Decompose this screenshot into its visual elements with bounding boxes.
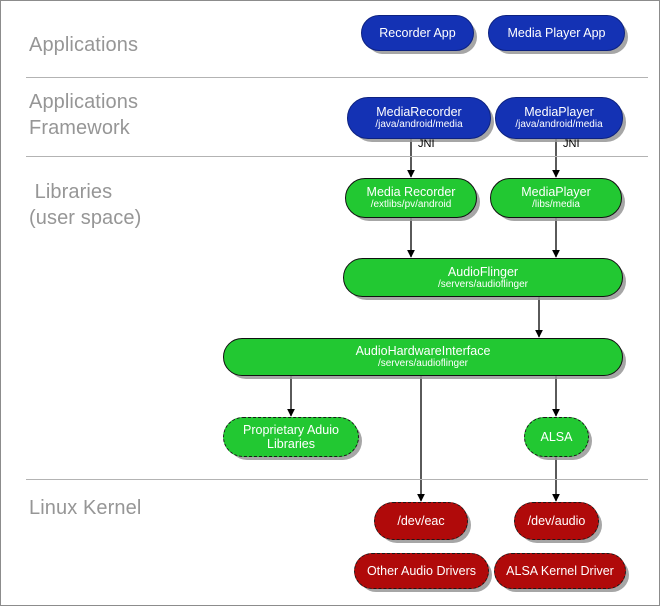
node-dev-audio[interactable]: /dev/audio: [514, 502, 599, 540]
node-title: /dev/eac: [397, 514, 445, 528]
node-title: Media Recorder: [366, 185, 456, 199]
node-title: AudioFlinger: [447, 264, 519, 279]
node-mediaplayer-framework[interactable]: MediaPlayer /java/android/media: [495, 97, 623, 139]
node-title: /dev/audio: [527, 514, 586, 528]
node-media-recorder-lib[interactable]: Media Recorder /extlibs/pv/android: [345, 178, 477, 218]
node-title: Media Player App: [507, 26, 606, 40]
node-media-player-app[interactable]: Media Player App: [488, 15, 625, 51]
divider-libraries: [26, 479, 648, 480]
layer-label-linux-kernel: Linux Kernel: [29, 497, 142, 519]
node-title: Recorder App: [379, 26, 456, 40]
divider-applications: [26, 77, 648, 78]
node-title: MediaPlayer: [521, 185, 591, 199]
node-subtitle: /servers/audioflinger: [377, 358, 469, 369]
node-dev-eac[interactable]: /dev/eac: [374, 502, 468, 540]
node-alsa[interactable]: ALSA: [524, 417, 589, 457]
node-audioflinger[interactable]: AudioFlinger /servers/audioflinger: [343, 258, 623, 297]
edge-label-jni-player: JNI: [563, 138, 580, 150]
node-recorder-app[interactable]: Recorder App: [361, 15, 474, 51]
node-title: MediaRecorder: [376, 105, 462, 119]
node-audiohardwareinterface[interactable]: AudioHardwareInterface /servers/audiofli…: [223, 338, 623, 376]
node-subtitle: /libs/media: [532, 199, 580, 210]
node-proprietary-audio-libraries[interactable]: Proprietary Aduio Libraries: [223, 417, 359, 457]
node-title: Other Audio Drivers: [366, 564, 477, 578]
node-title: Proprietary Aduio Libraries: [243, 423, 339, 451]
node-mediaplayer-lib[interactable]: MediaPlayer /libs/media: [490, 178, 622, 218]
node-subtitle: /java/android/media: [515, 119, 603, 130]
node-alsa-kernel-driver[interactable]: ALSA Kernel Driver: [494, 553, 626, 589]
node-other-audio-drivers[interactable]: Other Audio Drivers: [354, 553, 489, 589]
node-subtitle: /extlibs/pv/android: [370, 199, 452, 210]
edge-label-jni-recorder: JNI: [418, 138, 435, 150]
node-subtitle: /servers/audioflinger: [437, 278, 529, 290]
node-mediarecorder-framework[interactable]: MediaRecorder /java/android/media: [347, 97, 491, 139]
layer-label-applications-framework: Applications Framework: [29, 91, 139, 139]
layer-label-applications: Applications: [29, 34, 139, 56]
divider-applications-framework: [26, 156, 648, 157]
node-subtitle: /java/android/media: [375, 119, 463, 130]
node-title: ALSA: [540, 430, 573, 444]
layer-label-libraries: Libraries (user space): [29, 181, 142, 229]
node-title: MediaPlayer: [524, 105, 594, 119]
node-title: ALSA Kernel Driver: [506, 564, 614, 578]
node-title: AudioHardwareInterface: [355, 344, 491, 358]
